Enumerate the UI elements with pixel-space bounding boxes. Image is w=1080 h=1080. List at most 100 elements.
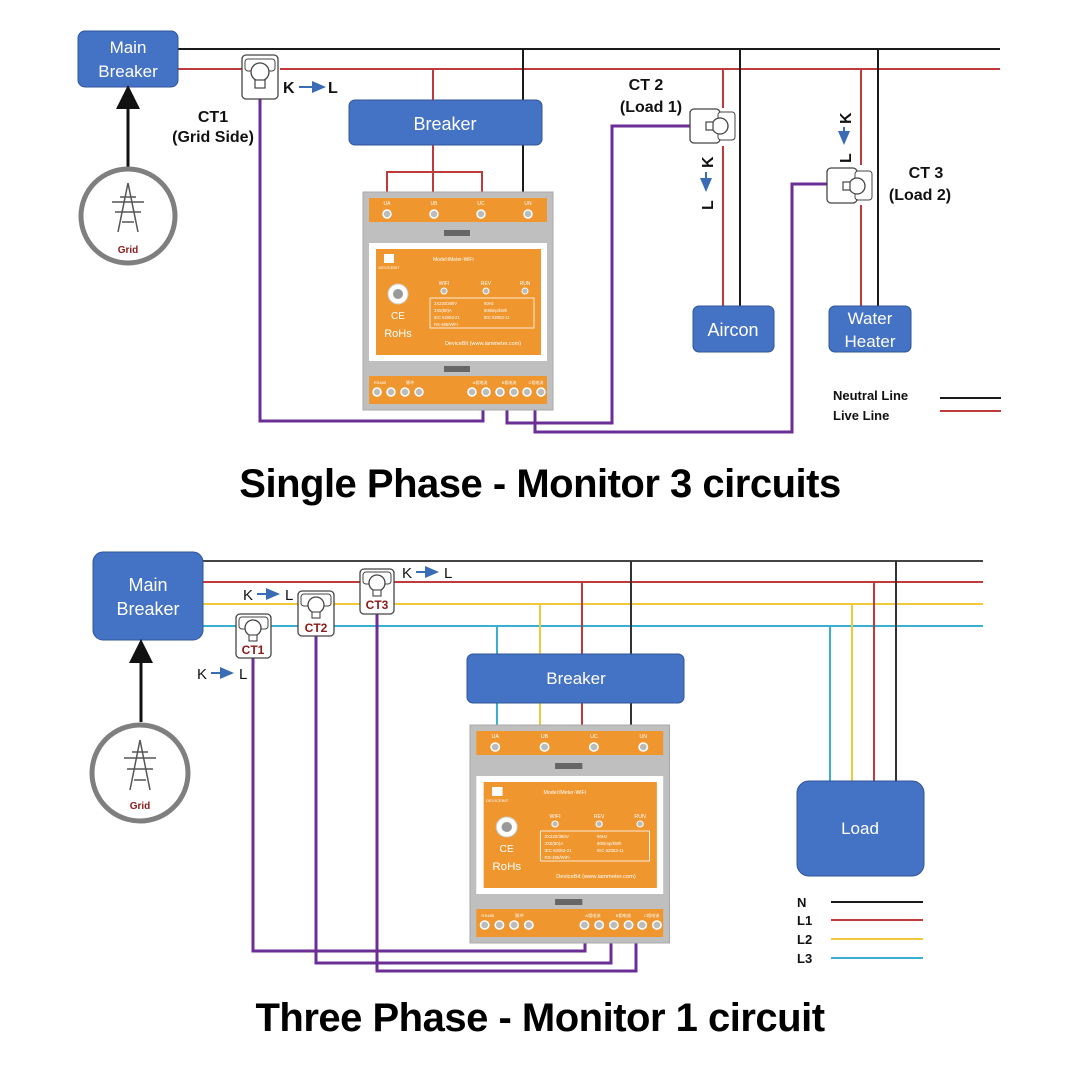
- top-terminal-label: UB: [431, 201, 439, 207]
- k-label: K: [243, 587, 253, 604]
- three-phase-title: Three Phase - Monitor 1 circuit: [255, 996, 825, 1040]
- k-label: K: [197, 666, 207, 683]
- bottom-terminal-screw: [479, 920, 490, 930]
- ct3-clamp-icon: CT3: [359, 568, 395, 615]
- meter-footer: DeviceBit (www.iammeter.com): [556, 874, 636, 880]
- spec-box: [539, 830, 650, 862]
- top-terminal-label: UC: [590, 734, 598, 740]
- led-label: WIFI: [550, 814, 561, 820]
- ct2-l-label: L: [700, 200, 717, 210]
- bottom-terminal-screw: [467, 387, 477, 397]
- grid-label: Grid: [118, 245, 139, 256]
- load-box: Load: [796, 780, 925, 877]
- breaker-label: Breaker: [546, 669, 606, 688]
- led-indicator: [440, 287, 448, 295]
- led-label: WIFI: [439, 281, 450, 287]
- ct3-wire: [533, 182, 827, 434]
- bottom-terminal-screw: [494, 920, 505, 930]
- load-aircon-box: Aircon: [692, 305, 775, 353]
- rohs-mark: RoHs: [492, 861, 521, 873]
- top-terminal-label: UN: [639, 734, 647, 740]
- brand-logo-icon: [492, 787, 503, 796]
- meter-latch: [555, 899, 583, 905]
- main-breaker-box: Main Breaker: [92, 551, 204, 641]
- bottom-group-label: 脉冲: [515, 912, 523, 918]
- l-label: L: [285, 587, 293, 604]
- top-terminal-label: UN: [524, 201, 532, 207]
- bottom-terminal-screw: [509, 920, 520, 930]
- spec-text: 3X5(80)A: [545, 841, 564, 846]
- ct1-label: CT1: [242, 643, 265, 657]
- ct3-direction: K L: [402, 565, 452, 582]
- ct3-clamp-icon: [826, 167, 873, 204]
- meter-latch: [444, 230, 470, 236]
- legend-l3-label: L3: [797, 951, 812, 966]
- meter-top-terminal-strip: [476, 731, 664, 755]
- ct2-name: CT 2: [629, 77, 664, 94]
- top-terminal-label: UB: [541, 734, 549, 740]
- legend-neutral-label: Neutral Line: [833, 388, 908, 403]
- spec-text: IEC 62053-21: [545, 848, 573, 853]
- spec-text: IEC 62053-11: [484, 315, 510, 320]
- ct3-desc: (Load 2): [889, 187, 951, 204]
- spec-text: 3X220/380V: [545, 834, 569, 839]
- ct1-wire: [251, 656, 587, 953]
- legend-l1-label: L1: [797, 913, 812, 928]
- ct2-k-label: K: [700, 156, 717, 168]
- spec-text: RS-485/WiFi: [545, 855, 570, 860]
- bottom-group-label: A相电流: [585, 912, 600, 918]
- ct2-wire: [505, 124, 690, 425]
- ct3-k-label: K: [838, 112, 855, 124]
- spec-text: 50Hz: [597, 834, 607, 839]
- ct1-wire: [258, 96, 485, 423]
- spec-text: 50Hz: [484, 301, 494, 306]
- legend-n-label: N: [797, 895, 806, 910]
- load-aircon-label: Aircon: [707, 320, 758, 340]
- bottom-terminal-screw: [386, 387, 396, 397]
- bottom-group-label: B相电流: [616, 912, 631, 918]
- bottom-group-label: RS485: [374, 380, 387, 385]
- top-terminal-screw: [382, 209, 392, 219]
- meter-brand: DEVICEBIT: [378, 265, 400, 270]
- ct1-desc: (Grid Side): [172, 129, 254, 146]
- top-terminal-screw: [476, 209, 486, 219]
- brand-logo-icon: [384, 254, 394, 263]
- breaker-label: Breaker: [413, 114, 476, 134]
- ct1-clamp-icon: [241, 54, 279, 100]
- load-heater-label-1: Water: [848, 309, 893, 328]
- spec-text: 800imp/kWh: [597, 841, 622, 846]
- meter-footer: DeviceBit (www.iammeter.com): [445, 341, 521, 347]
- bottom-terminal-screw: [495, 387, 505, 397]
- bottom-terminal-screw: [623, 920, 634, 930]
- bottom-terminal-screw: [536, 387, 546, 397]
- ct2-wire: [314, 634, 613, 965]
- optical-port-center: [501, 822, 512, 832]
- ct3-name: CT 3: [909, 165, 944, 182]
- l-label: L: [444, 565, 452, 582]
- bottom-terminal-screw: [372, 387, 382, 397]
- meter-model: Model:iMeter-WiFi: [544, 790, 586, 796]
- main-breaker-label-2: Breaker: [98, 62, 158, 81]
- led-indicator: [595, 820, 603, 828]
- ct1-direction: K L: [197, 666, 247, 683]
- bottom-group-label: RS485: [481, 913, 495, 918]
- ct2-clamp-icon: [689, 108, 736, 144]
- meter-bottom-terminal-strip: [369, 376, 547, 404]
- bottom-terminal-screw: [400, 387, 410, 397]
- bottom-terminal-screw: [651, 920, 662, 930]
- ct1-k-label: K: [283, 80, 295, 97]
- led-label: RUN: [634, 814, 646, 820]
- l-label: L: [239, 666, 247, 683]
- main-breaker-label-2: Breaker: [116, 599, 179, 619]
- bottom-terminal-screw: [594, 920, 605, 930]
- top-terminal-screw: [490, 742, 501, 752]
- spec-text: RS-485/WiFi: [434, 322, 458, 327]
- bottom-group-label: A相电流: [473, 379, 488, 385]
- led-indicator: [482, 287, 490, 295]
- legend-l2-label: L2: [797, 932, 812, 947]
- grid-label: Grid: [130, 801, 151, 812]
- top-terminal-screw: [523, 209, 533, 219]
- bottom-group-label: B相电流: [502, 379, 517, 385]
- main-breaker-box: Main Breaker: [77, 30, 179, 88]
